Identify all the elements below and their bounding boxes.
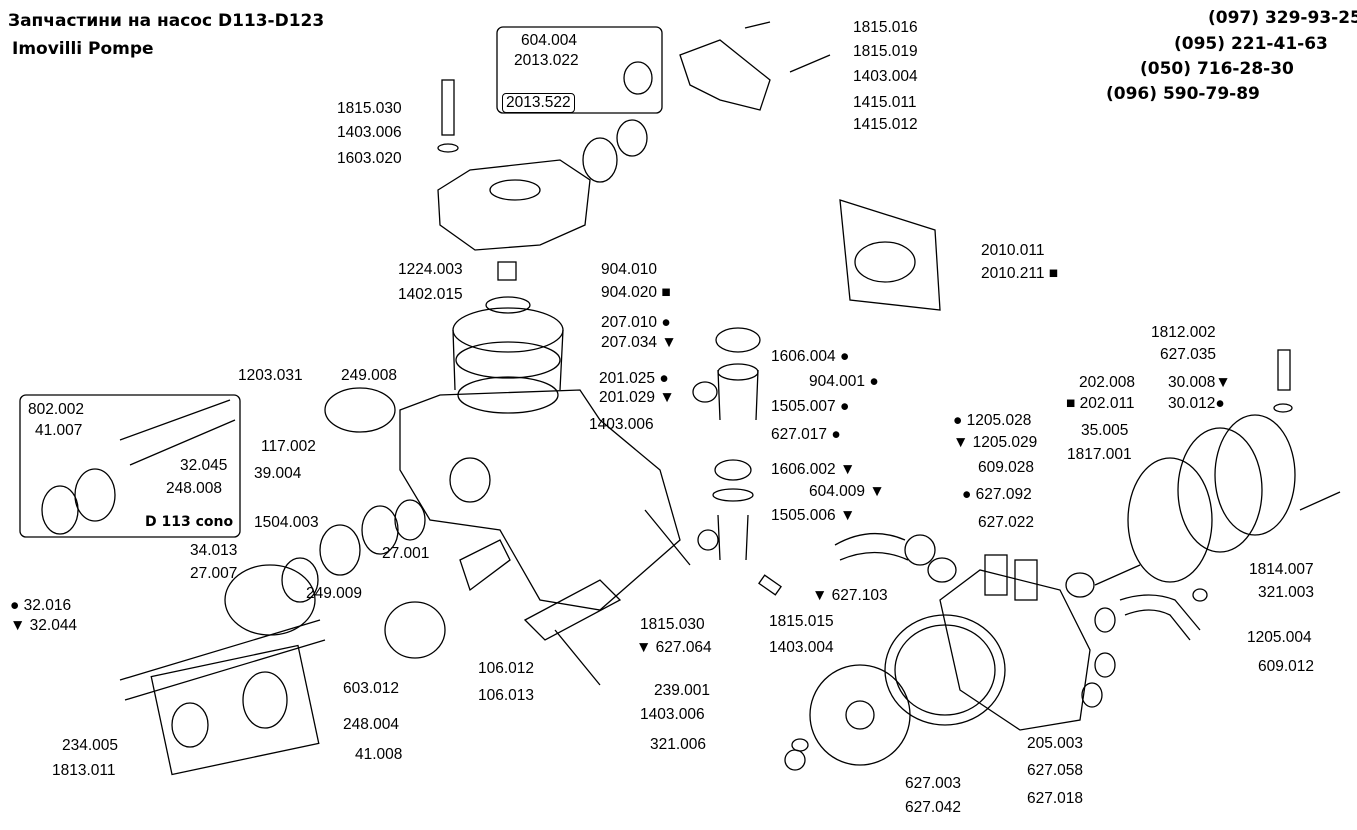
phone-number: (096) 590-79-89 — [1106, 84, 1260, 104]
part-number-label: ▼ 627.064 — [636, 639, 712, 656]
part-number-label: 34.013 — [190, 542, 238, 559]
part-number-label: 904.020 ■ — [601, 284, 671, 301]
part-number-label: 35.005 — [1081, 422, 1129, 439]
part-number-label: ▼ 627.103 — [812, 587, 888, 604]
part-number-label: 1403.006 — [589, 416, 654, 433]
inset-box-cono — [19, 394, 241, 538]
part-number-label: 321.006 — [650, 736, 707, 753]
part-number-label: 32.045 — [180, 457, 228, 474]
part-number-label: 1815.015 — [769, 613, 834, 630]
part-number-label: ● 627.092 — [962, 486, 1032, 503]
inset-box-valve — [496, 26, 663, 114]
head-cover — [437, 159, 591, 251]
part-number-label: 1815.019 — [853, 43, 918, 60]
part-number-label: 627.058 — [1027, 762, 1084, 779]
part-number-label: 904.001 ● — [809, 373, 879, 390]
part-number-label: 1815.030 — [640, 616, 705, 633]
part-number-label: 321.003 — [1258, 584, 1315, 601]
part-number-label: 207.010 ● — [601, 314, 671, 331]
part-number-label: 1815.016 — [853, 19, 918, 36]
part-number-label: 627.003 — [905, 775, 962, 792]
part-number-label: 1403.004 — [769, 639, 834, 656]
part-number-label: 106.013 — [478, 687, 535, 704]
part-number-label: 106.012 — [478, 660, 535, 677]
part-number-label: 1603.020 — [337, 150, 402, 167]
part-number-label: 604.009 ▼ — [809, 483, 885, 500]
part-number-label: 1403.004 — [853, 68, 918, 85]
pump-body — [399, 389, 681, 611]
part-number-label: ■ 202.011 — [1066, 395, 1135, 412]
part-number-label: 2013.022 — [514, 52, 579, 69]
part-number-label: 1205.004 — [1247, 629, 1312, 646]
part-number-label: 249.008 — [341, 367, 398, 384]
part-number-label: 249.009 — [306, 585, 363, 602]
part-number-label: 609.028 — [978, 459, 1035, 476]
part-number-label: 234.005 — [62, 737, 119, 754]
part-number-label: 627.042 — [905, 799, 962, 816]
part-number-label: ● 1205.028 — [953, 412, 1032, 429]
manifold — [939, 569, 1091, 731]
cover — [809, 664, 911, 766]
part-number-label: 2010.211 ■ — [981, 265, 1059, 282]
part-number-label: 1813.011 — [52, 762, 116, 779]
part-number-label: ● 32.016 — [10, 597, 72, 614]
part-number-label: 627.017 ● — [771, 426, 841, 443]
part-number-label: 1505.006 ▼ — [771, 507, 856, 524]
part-number-label: 627.018 — [1027, 790, 1084, 807]
part-number-label: 802.002 — [28, 401, 85, 418]
part-number-label: 248.008 — [166, 480, 223, 497]
part-number-label: 201.029 ▼ — [599, 389, 675, 406]
part-number-label: 1814.007 — [1249, 561, 1314, 578]
part-number-label: 30.008▼ — [1168, 374, 1231, 391]
part-number-label: 904.010 — [601, 261, 658, 278]
part-number-label: 1415.011 — [853, 94, 917, 111]
part-number-label: 1812.002 — [1151, 324, 1216, 341]
part-number-label: 1504.003 — [254, 514, 319, 531]
part-number-label: 1403.006 — [640, 706, 705, 723]
crankshaft — [119, 619, 326, 701]
part-number-label: 627.035 — [1160, 346, 1217, 363]
part-number-label: 30.012● — [1168, 395, 1225, 412]
part-number-label: 627.022 — [978, 514, 1035, 531]
part-number-label: 201.025 ● — [599, 370, 669, 387]
page-subtitle: Imovilli Pompe — [12, 39, 154, 59]
part-number-label: 27.001 — [382, 545, 430, 562]
phone-number: (050) 716-28-30 — [1140, 59, 1294, 79]
part-number-label: 1606.002 ▼ — [771, 461, 856, 478]
part-number-label: 1815.030 — [337, 100, 402, 117]
part-number-label: 1224.003 — [398, 261, 463, 278]
part-number-label: 202.008 — [1079, 374, 1136, 391]
phone-number: (097) 329-93-25 — [1208, 8, 1357, 28]
part-number-label: 1817.001 — [1067, 446, 1132, 463]
part-number-label: 248.004 — [343, 716, 400, 733]
part-number-label: 1606.004 ● — [771, 348, 850, 365]
diaphragm — [452, 307, 564, 353]
phone-number: (095) 221-41-63 — [1174, 34, 1328, 54]
part-number-label: 2010.011 — [981, 242, 1045, 259]
part-number-label: 1415.012 — [853, 116, 918, 133]
head-bolt — [441, 79, 455, 136]
part-number-label: 603.012 — [343, 680, 400, 697]
part-number-label: 41.008 — [355, 746, 403, 763]
part-number-label: D 113 cono — [145, 514, 234, 530]
part-number-label: 41.007 — [35, 422, 83, 439]
part-number-label: 1505.007 ● — [771, 398, 850, 415]
part-number-label: 1402.015 — [398, 286, 463, 303]
part-number-label: 1403.006 — [337, 124, 402, 141]
part-number-label: 117.002 — [261, 438, 316, 455]
part-number-label: 2013.522 — [502, 93, 575, 113]
part-number-label: 604.004 — [521, 32, 578, 49]
part-number-label: 27.007 — [190, 565, 238, 582]
part-number-label: 239.001 — [654, 682, 711, 699]
part-number-label: 1203.031 — [238, 367, 303, 384]
part-number-label: 609.012 — [1258, 658, 1315, 675]
part-number-label: 207.034 ▼ — [601, 334, 677, 351]
part-number-label: ▼ 32.044 — [10, 617, 78, 634]
part-number-label: 39.004 — [254, 465, 302, 482]
page-title: Запчастини на насос D113-D123 — [8, 11, 325, 31]
part-number-label: ▼ 1205.029 — [953, 434, 1038, 451]
part-number-label: 205.003 — [1027, 735, 1084, 752]
